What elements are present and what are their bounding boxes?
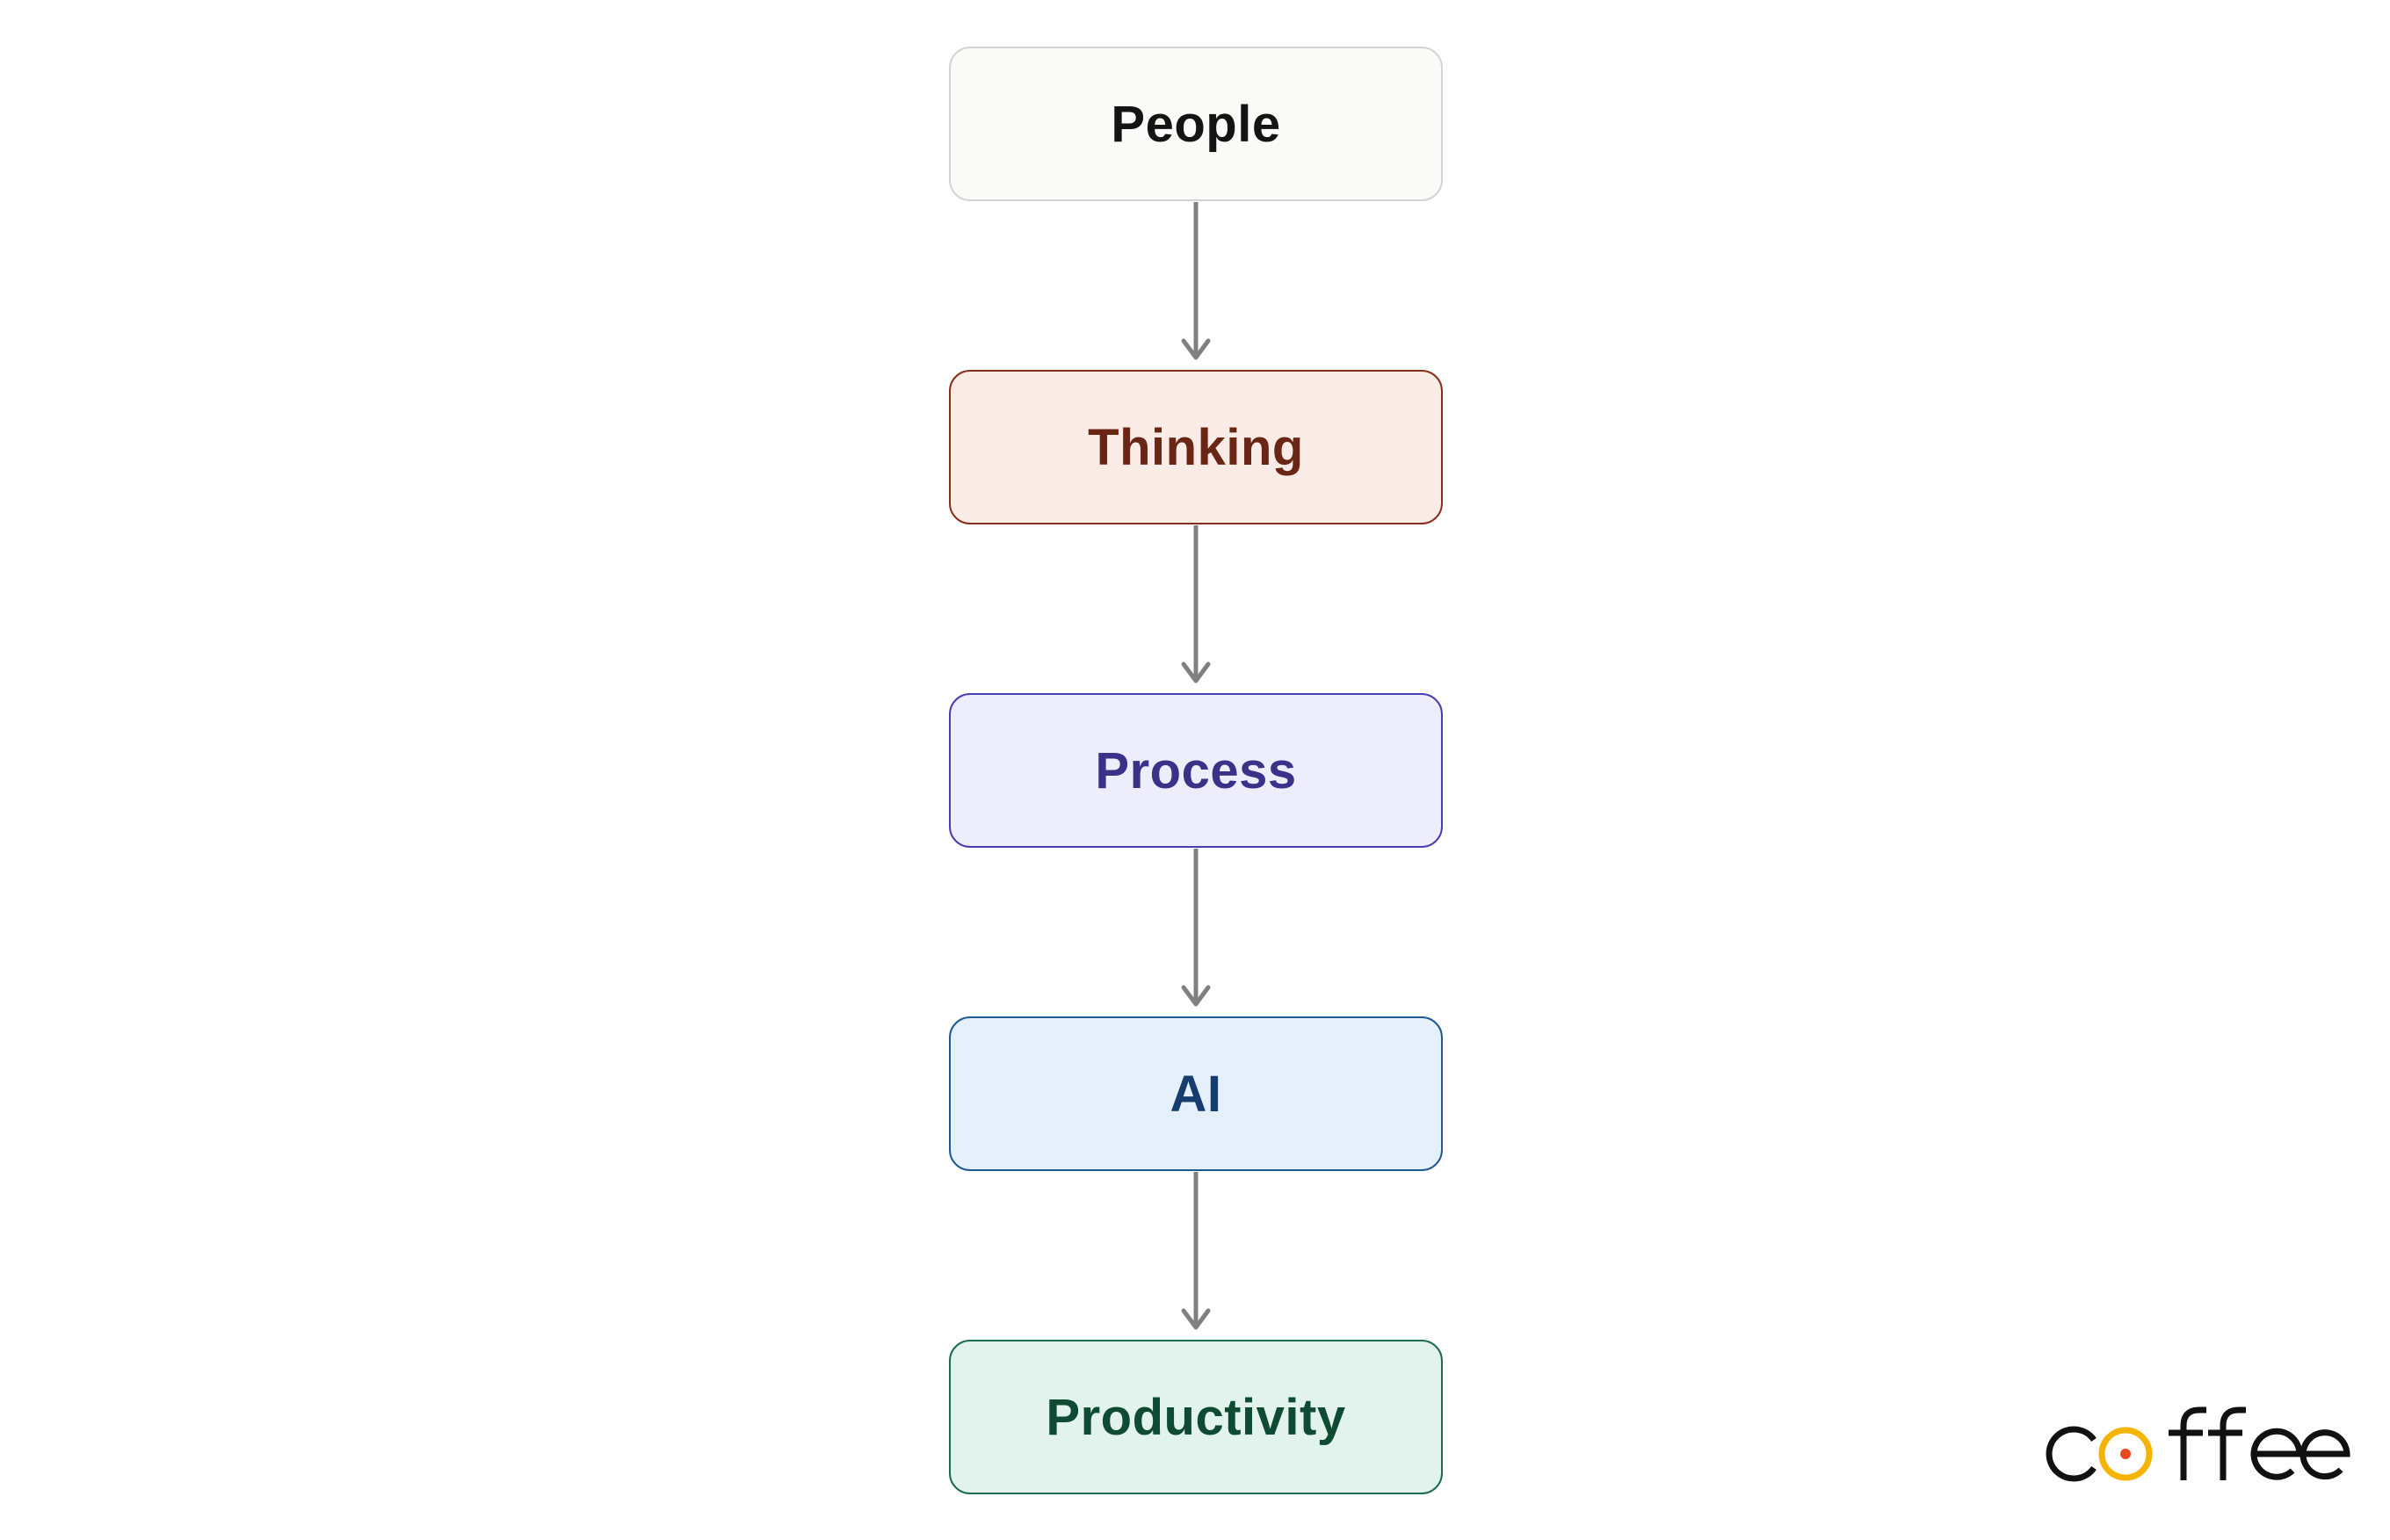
node-productivity: Productivity — [949, 1340, 1443, 1494]
coffee-logo: coffee — [2046, 1406, 2350, 1482]
edge-process-ai — [1181, 849, 1211, 1007]
node-thinking: Thinking — [949, 370, 1443, 524]
edge-thinking-process — [1181, 525, 1211, 683]
node-people-label: People — [1111, 95, 1281, 153]
node-thinking-label: Thinking — [1088, 418, 1304, 476]
edge-ai-productivity — [1181, 1172, 1211, 1330]
node-process: Process — [949, 693, 1443, 848]
node-productivity-label: Productivity — [1046, 1388, 1346, 1446]
node-ai-label: AI — [1170, 1065, 1222, 1123]
node-people: People — [949, 47, 1443, 201]
node-ai: AI — [949, 1016, 1443, 1171]
edge-people-thinking — [1181, 202, 1211, 360]
node-process-label: Process — [1095, 741, 1297, 799]
